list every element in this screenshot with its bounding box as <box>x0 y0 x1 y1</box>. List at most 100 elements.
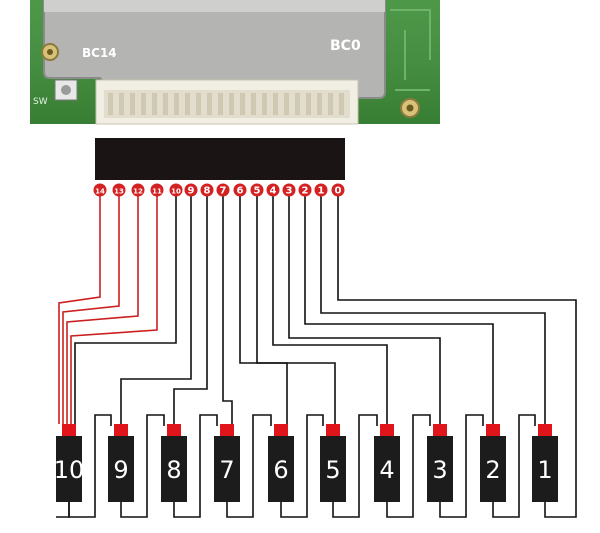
wire-black <box>120 414 165 518</box>
socket-pin <box>284 93 289 115</box>
cell-7: 7 <box>214 424 240 502</box>
cell-label: 2 <box>485 456 500 484</box>
switch-label: SW <box>33 97 48 107</box>
cell-body <box>268 436 294 502</box>
cell-terminal <box>114 424 128 436</box>
socket-pin <box>295 93 300 115</box>
wire-black <box>386 414 431 518</box>
cell-4: 4 <box>374 424 400 502</box>
pin-3: 3 <box>282 183 296 197</box>
pin-label: 7 <box>220 186 227 197</box>
socket-pin <box>163 93 168 115</box>
pin-label: 5 <box>254 186 261 197</box>
socket-pin <box>108 93 113 115</box>
wire-black <box>304 196 494 424</box>
pin-label: 0 <box>335 186 342 197</box>
pin-14: 14 <box>93 183 107 197</box>
socket-pin <box>207 93 212 115</box>
pin-2: 2 <box>298 183 312 197</box>
bc14-label: BC14 <box>82 46 117 60</box>
pin-12: 12 <box>131 183 145 197</box>
cell-terminal <box>538 424 552 436</box>
cell-body <box>161 436 187 502</box>
socket-pin <box>317 93 322 115</box>
wire-black <box>239 196 288 424</box>
pin-8: 8 <box>200 183 214 197</box>
pin-label: 8 <box>204 186 211 197</box>
pin-dot <box>150 183 164 197</box>
bc0-label: BC0 <box>330 38 361 54</box>
pin-label: 14 <box>95 188 105 196</box>
pin-11: 11 <box>150 183 164 197</box>
wire-black <box>439 414 484 518</box>
wire-black <box>337 196 577 518</box>
socket-pin <box>306 93 311 115</box>
pin-label: 2 <box>302 186 309 197</box>
cell-terminal <box>486 424 500 436</box>
socket-pin <box>185 93 190 115</box>
cell-label: 5 <box>325 456 340 484</box>
wire-black <box>332 414 378 518</box>
wire-black <box>120 196 192 424</box>
cell-terminal <box>274 424 288 436</box>
pin-label: 11 <box>152 188 162 196</box>
cell-body <box>320 436 346 502</box>
cell-body <box>214 436 240 502</box>
wire-black <box>74 196 177 424</box>
cell-10: 10 <box>54 424 84 502</box>
wire-black <box>280 414 324 518</box>
wires <box>56 196 577 518</box>
cell-label: 7 <box>219 456 234 484</box>
pin-4: 4 <box>266 183 280 197</box>
socket-pin <box>130 93 135 115</box>
cell-body <box>374 436 400 502</box>
wire-black <box>56 502 70 518</box>
cell-label: 3 <box>432 456 447 484</box>
socket-pin <box>196 93 201 115</box>
pin-label: 1 <box>318 186 325 197</box>
cell-label: 1 <box>537 456 552 484</box>
cell-body <box>532 436 558 502</box>
pin-dot <box>131 183 145 197</box>
pin-13: 13 <box>112 183 126 197</box>
cell-terminal <box>62 424 76 436</box>
pin-dot <box>331 183 345 197</box>
connector-bar <box>95 138 345 180</box>
pin-label: 10 <box>171 188 181 196</box>
cell-body <box>108 436 134 502</box>
wire-black <box>226 414 272 518</box>
pin-6: 6 <box>233 183 247 197</box>
socket-pin <box>328 93 333 115</box>
cell-6: 6 <box>268 424 294 502</box>
pin-5: 5 <box>250 183 264 197</box>
wire-black <box>256 196 336 424</box>
socket-pin <box>152 93 157 115</box>
cell-3: 3 <box>427 424 453 502</box>
pin-dot <box>112 183 126 197</box>
pin-dot <box>216 183 230 197</box>
cell-label: 6 <box>273 456 288 484</box>
socket-pin <box>229 93 234 115</box>
socket-pin <box>339 93 344 115</box>
pin-dot <box>266 183 280 197</box>
socket-pin <box>174 93 179 115</box>
pin-dot <box>282 183 296 197</box>
cell-body <box>480 436 506 502</box>
cell-terminal <box>380 424 394 436</box>
cell-5: 5 <box>320 424 346 502</box>
pin-dot <box>233 183 247 197</box>
wire-red <box>70 196 158 424</box>
pin-dot <box>298 183 312 197</box>
wire-black <box>222 196 233 424</box>
cell-8: 8 <box>161 424 187 502</box>
cell-terminal <box>220 424 234 436</box>
socket-pin <box>251 93 256 115</box>
pin-1: 1 <box>314 183 328 197</box>
wire-black <box>272 196 388 424</box>
pin-0: 0 <box>331 183 345 197</box>
wire-black <box>288 196 441 424</box>
